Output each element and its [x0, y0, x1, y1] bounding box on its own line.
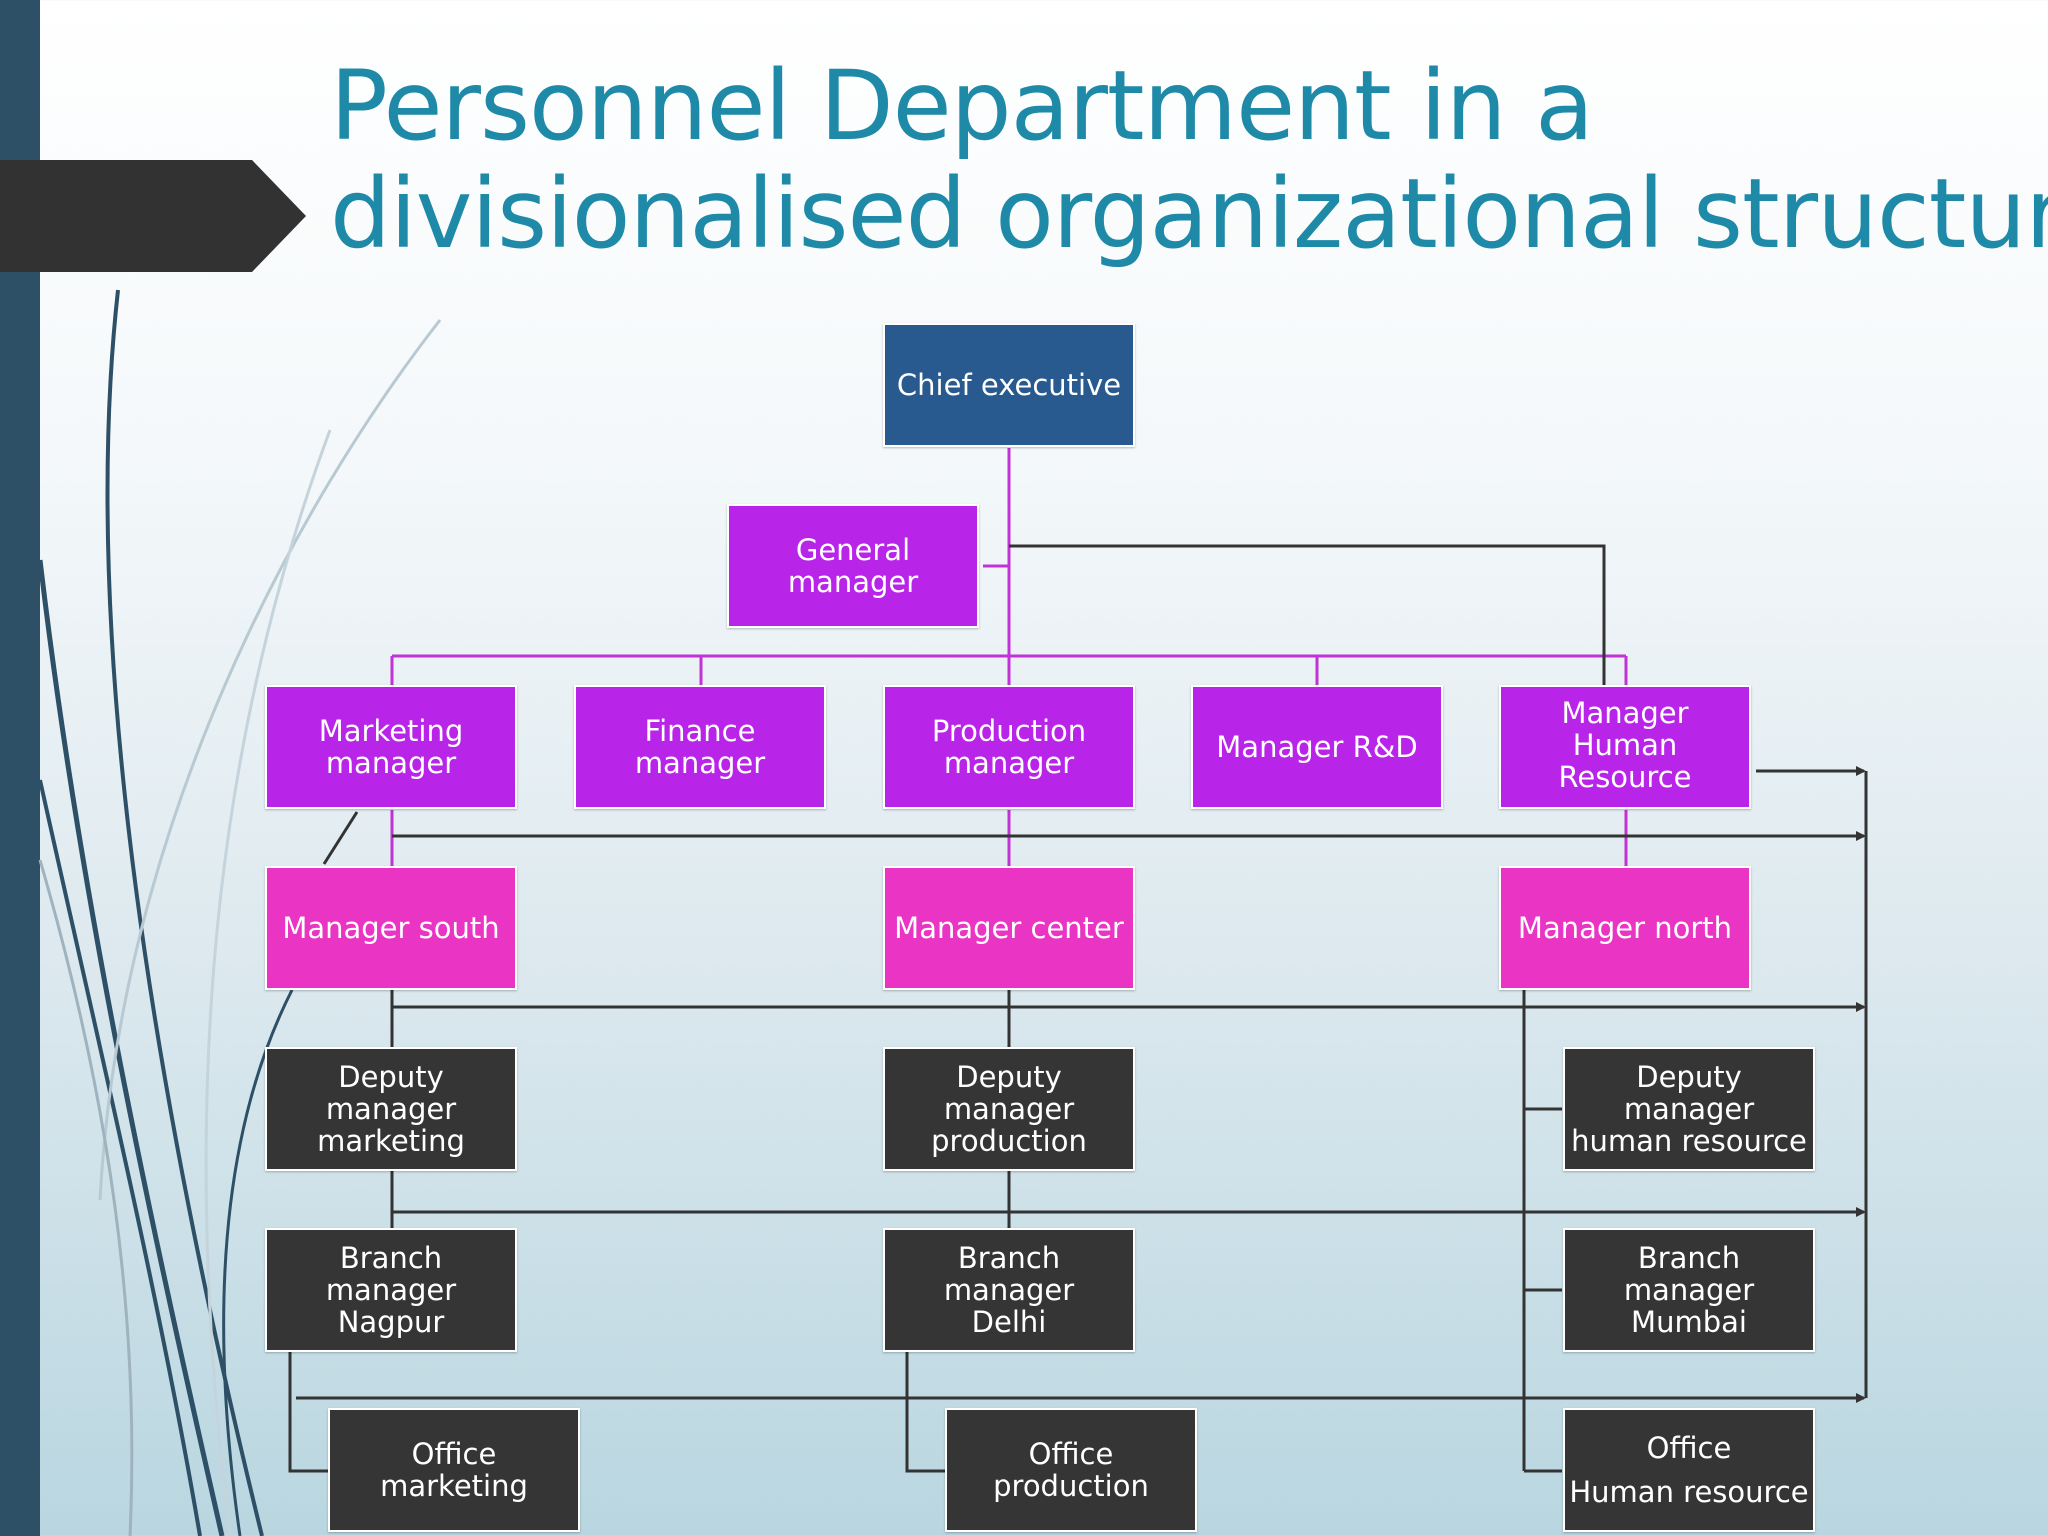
- production-manager-label-line1: Production: [931, 714, 1087, 748]
- deputy-marketing-label-line2: marketing: [317, 1124, 465, 1158]
- chief-executive-box: Chief executive: [883, 323, 1135, 447]
- deputy-marketing-label-line1: Deputy manager: [325, 1060, 457, 1126]
- branch-mumbai-label-line1: Branch manager: [1623, 1241, 1755, 1307]
- general-manager-box: General manager: [727, 504, 979, 628]
- finance-manager-label: Finance manager: [634, 714, 766, 780]
- title-line-2: divisionalised organizational structure: [330, 158, 2048, 270]
- branch-manager-mumbai-box: Branch manager Mumbai: [1563, 1228, 1815, 1352]
- marketing-manager-box: Marketing manager: [265, 685, 517, 809]
- branch-nagpur-label-line2: Nagpur: [337, 1305, 445, 1339]
- branch-mumbai-label-line2: Mumbai: [1631, 1305, 1747, 1339]
- office-production-box: Office production: [945, 1408, 1197, 1532]
- manager-rnd-box: Manager R&D: [1191, 685, 1443, 809]
- manager-south-label: Manager south: [282, 911, 500, 945]
- marketing-manager-label-line2: manager: [325, 746, 457, 780]
- office-hr-label-line1: Office: [1646, 1431, 1732, 1465]
- manager-center-box: Manager center: [883, 866, 1135, 990]
- manager-north-box: Manager north: [1499, 866, 1751, 990]
- production-manager-box: Production manager: [883, 685, 1135, 809]
- manager-rnd-label: Manager R&D: [1216, 730, 1418, 764]
- deputy-hr-label-line2: human resource: [1571, 1124, 1807, 1158]
- manager-south-box: Manager south: [265, 866, 517, 990]
- manager-hr-label-line1: Manager Human: [1561, 696, 1689, 762]
- deputy-manager-marketing-box: Deputy manager marketing: [265, 1047, 517, 1171]
- office-marketing-box: Office marketing: [328, 1408, 580, 1532]
- deputy-production-label-line1: Deputy manager: [943, 1060, 1075, 1126]
- office-hr-label-line2: Human resource: [1569, 1475, 1809, 1509]
- branch-nagpur-label-line1: Branch manager: [325, 1241, 457, 1307]
- office-marketing-label: Office marketing: [380, 1437, 528, 1503]
- branch-delhi-label-line1: Branch manager: [943, 1241, 1075, 1307]
- office-production-label: Office production: [993, 1437, 1149, 1503]
- general-manager-label: General manager: [787, 533, 919, 599]
- deputy-manager-hr-box: Deputy manager human resource: [1563, 1047, 1815, 1171]
- manager-center-label: Manager center: [894, 911, 1124, 945]
- manager-hr-box: Manager Human Resource: [1499, 685, 1751, 809]
- manager-hr-label-line2: Resource: [1558, 760, 1692, 794]
- branch-manager-nagpur-box: Branch manager Nagpur: [265, 1228, 517, 1352]
- branch-manager-delhi-box: Branch manager Delhi: [883, 1228, 1135, 1352]
- office-hr-box: Office Human resource: [1563, 1408, 1815, 1532]
- finance-manager-box: Finance manager: [574, 685, 826, 809]
- deputy-hr-label-line1: Deputy manager: [1623, 1060, 1755, 1126]
- branch-delhi-label-line2: Delhi: [971, 1305, 1047, 1339]
- chief-executive-label: Chief executive: [896, 368, 1122, 402]
- marketing-manager-label-line1: Marketing: [318, 714, 464, 748]
- deputy-manager-production-box: Deputy manager production: [883, 1047, 1135, 1171]
- slide-title: Personnel Department in a divisionalised…: [330, 50, 2048, 270]
- production-manager-label-line2: manager: [943, 746, 1075, 780]
- deputy-production-label-line2: production: [931, 1124, 1087, 1158]
- manager-north-label: Manager north: [1517, 911, 1733, 945]
- title-line-1: Personnel Department in a: [330, 50, 1594, 162]
